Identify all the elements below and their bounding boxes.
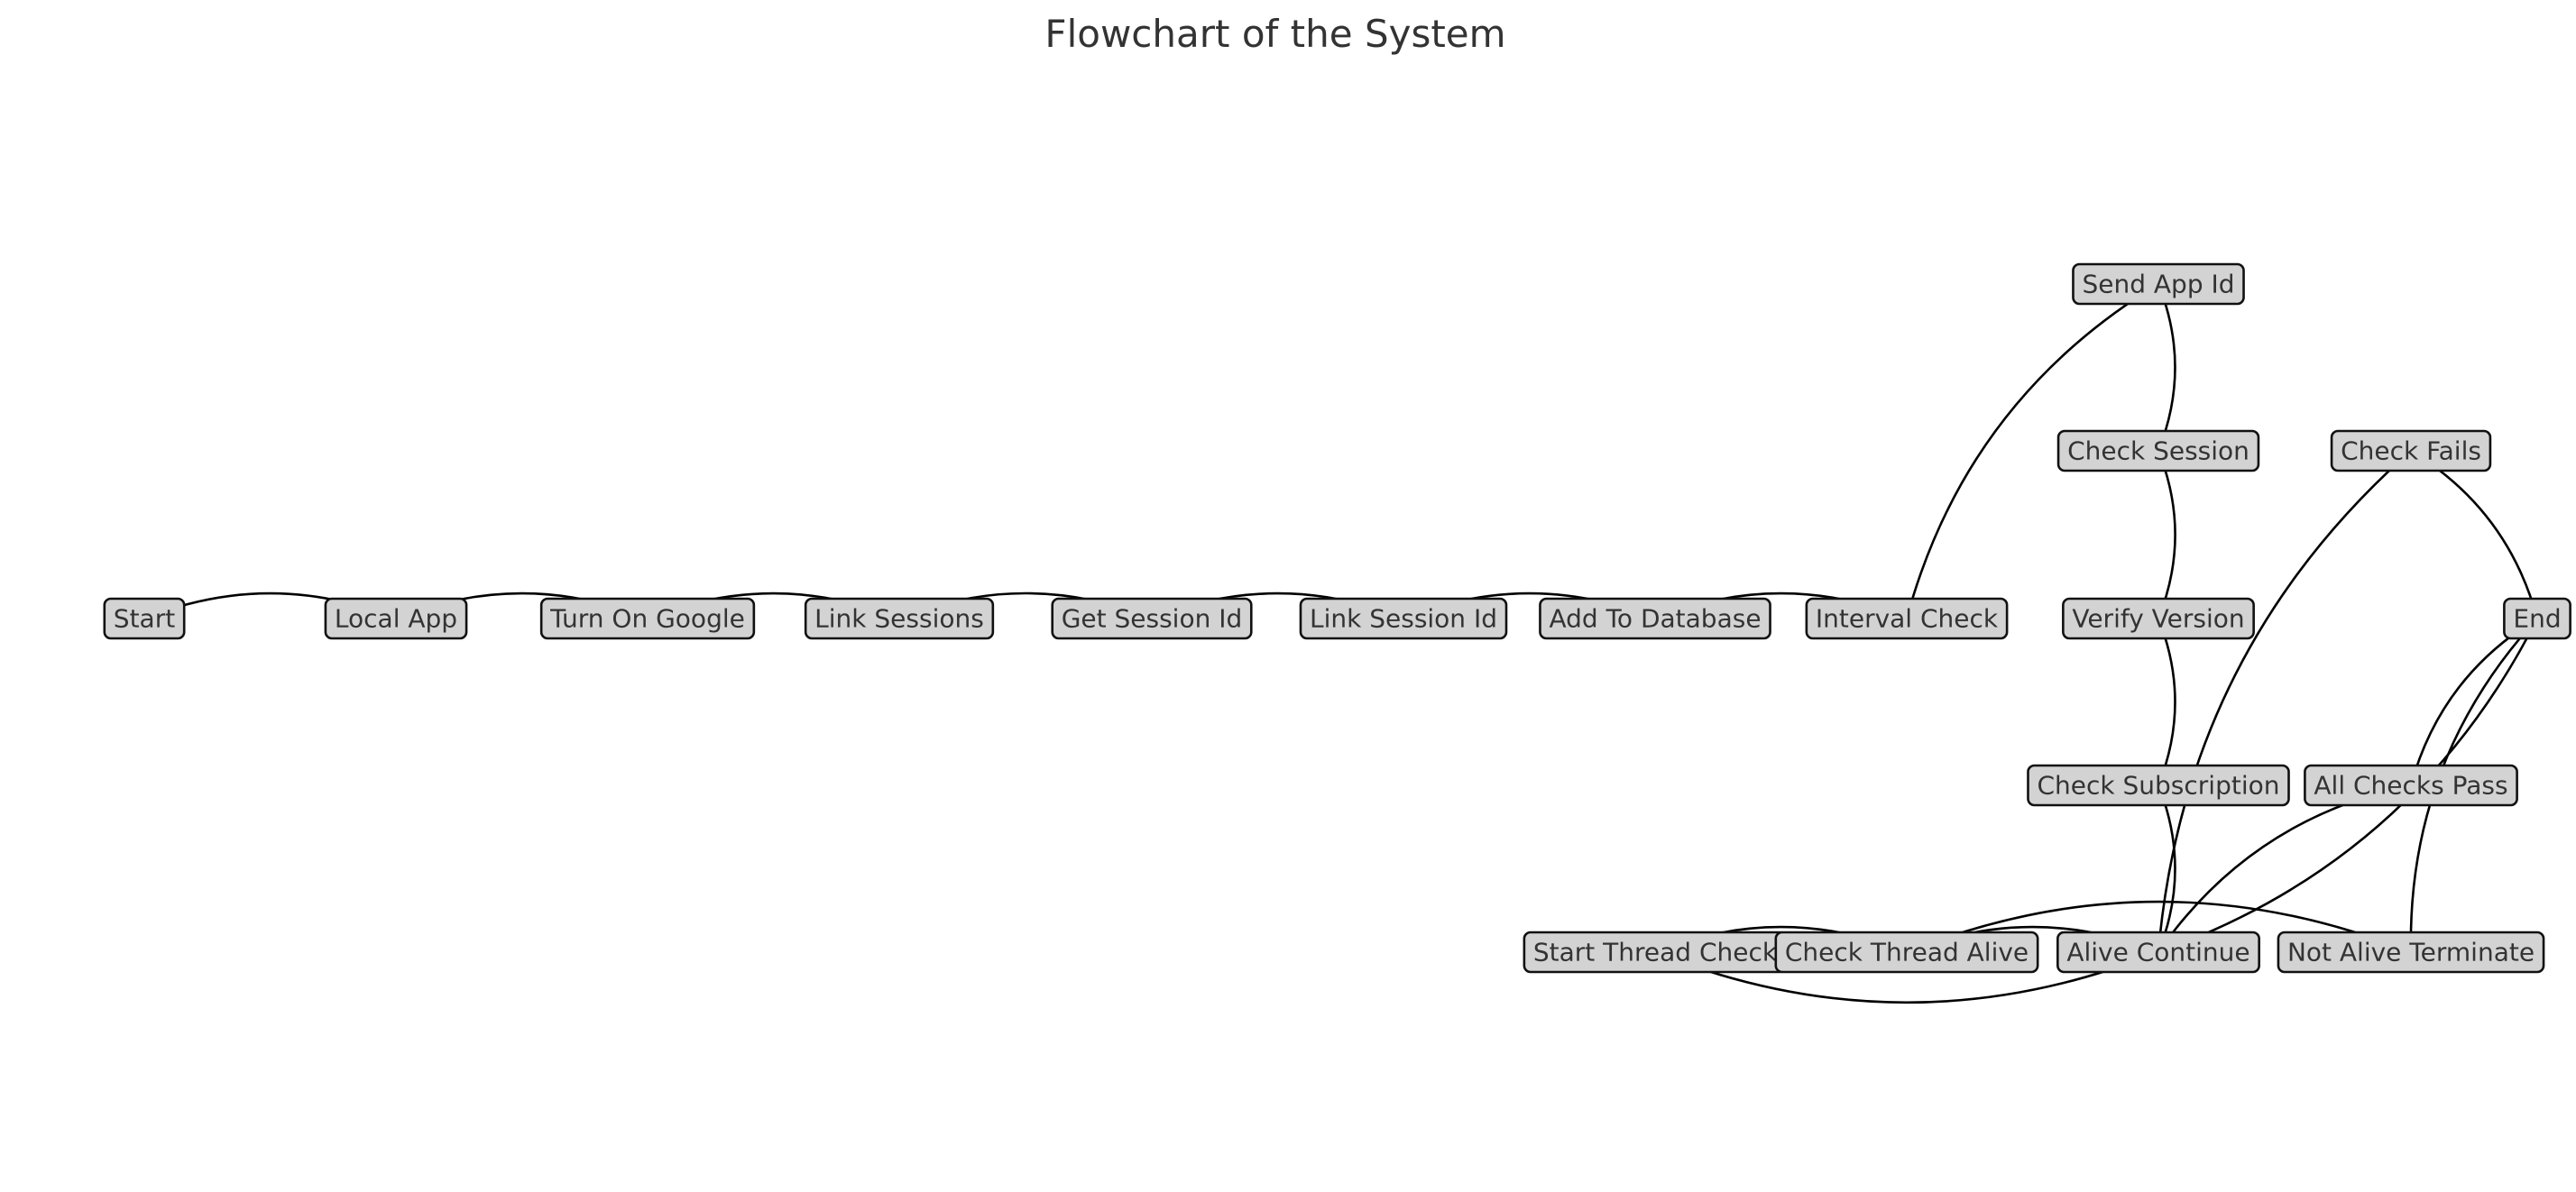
node-label: End: [2513, 604, 2561, 634]
node-start-thread-check: Start Thread Check: [1523, 931, 1788, 974]
edge-line: [1905, 282, 2159, 619]
node-box: [103, 597, 186, 640]
node-box: [1774, 931, 2039, 974]
node-start: Start: [103, 597, 186, 640]
node-not-alive-terminate: Not Alive Terminate: [2277, 931, 2545, 974]
node-check-thread-alive: Check Thread Alive: [1774, 931, 2039, 974]
node-box: [2056, 931, 2260, 974]
edge-line: [2157, 283, 2176, 452]
node-label: Add To Database: [1549, 604, 1761, 634]
node-check-subscription: Check Subscription: [2027, 764, 2290, 807]
node-label: Check Subscription: [2037, 771, 2279, 801]
node-label: Start Thread Check: [1533, 938, 1778, 967]
node-label: Interval Check: [1816, 604, 1999, 634]
node-box: [539, 597, 756, 640]
node-box: [2056, 429, 2260, 472]
edge-line: [2157, 450, 2412, 953]
diagram-title: Flowchart of the System: [1044, 12, 1505, 56]
node-get-session-id: Get Session Id: [1051, 597, 1253, 640]
node-label: Send App Id: [2082, 270, 2234, 299]
node-add-to-database: Add To Database: [1539, 597, 1771, 640]
node-box: [1299, 597, 1508, 640]
nodes-layer: Start Local App Turn On Google Link Session…: [103, 262, 2571, 974]
node-label: Link Session Id: [1310, 604, 1497, 634]
node-link-session-id: Link Session Id: [1299, 597, 1508, 640]
node-box: [1539, 597, 1771, 640]
node-box: [1805, 597, 2009, 640]
node-label: Not Alive Terminate: [2287, 938, 2535, 967]
node-label: Verify Version: [2072, 604, 2244, 634]
node-turn-on-google: Turn On Google: [539, 597, 756, 640]
edge-line: [2157, 784, 2412, 953]
node-label: Alive Continue: [2066, 938, 2249, 967]
node-label: Check Thread Alive: [1785, 938, 2029, 967]
edge-verify-version-to-check-subscription: [2157, 618, 2176, 787]
node-label: Link Sessions: [814, 604, 984, 634]
edge-line: [2157, 450, 2176, 619]
node-label: Check Fails: [2341, 436, 2481, 466]
edge-send-app-id-to-check-session: [2157, 283, 2176, 453]
node-label: Start: [114, 604, 175, 634]
node-send-app-id: Send App Id: [2072, 262, 2245, 306]
node-box: [804, 597, 995, 640]
node-end: End: [2503, 597, 2571, 640]
node-alive-continue: Alive Continue: [2056, 931, 2260, 974]
edge-check-fails-to-end: [2410, 449, 2541, 620]
node-box: [1051, 597, 1253, 640]
edge-alive-continue-to-all-checks-pass: [2157, 781, 2413, 953]
node-all-checks-pass: All Checks Pass: [2304, 764, 2518, 807]
node-box: [2072, 262, 2245, 306]
node-link-sessions: Link Sessions: [804, 597, 995, 640]
edge-alive-continue-to-check-fails: [2157, 449, 2413, 953]
node-label: Check Session: [2067, 436, 2249, 466]
edge-line: [1654, 950, 2159, 1004]
node-box: [2330, 429, 2492, 472]
node-label: All Checks Pass: [2314, 771, 2507, 801]
edge-line: [2410, 449, 2539, 619]
edge-line: [1906, 900, 2412, 954]
node-box: [2027, 764, 2290, 807]
node-box: [324, 597, 468, 640]
node-box: [2062, 597, 2255, 640]
node-label: Turn On Google: [549, 604, 745, 634]
edge-line: [2157, 618, 2176, 786]
node-verify-version: Verify Version: [2062, 597, 2255, 640]
node-label: Local App: [335, 604, 457, 634]
node-check-session: Check Session: [2056, 429, 2260, 472]
edge-check-session-to-verify-version: [2157, 450, 2176, 620]
edge-line: [2157, 618, 2539, 954]
node-local-app: Local App: [324, 597, 468, 640]
node-label: Get Session Id: [1062, 604, 1243, 634]
node-box: [2277, 931, 2545, 974]
node-box: [2503, 597, 2571, 640]
edges-layer: [143, 282, 2541, 1004]
node-check-fails: Check Fails: [2330, 429, 2492, 472]
node-interval-check: Interval Check: [1805, 597, 2009, 640]
node-box: [2304, 764, 2518, 807]
